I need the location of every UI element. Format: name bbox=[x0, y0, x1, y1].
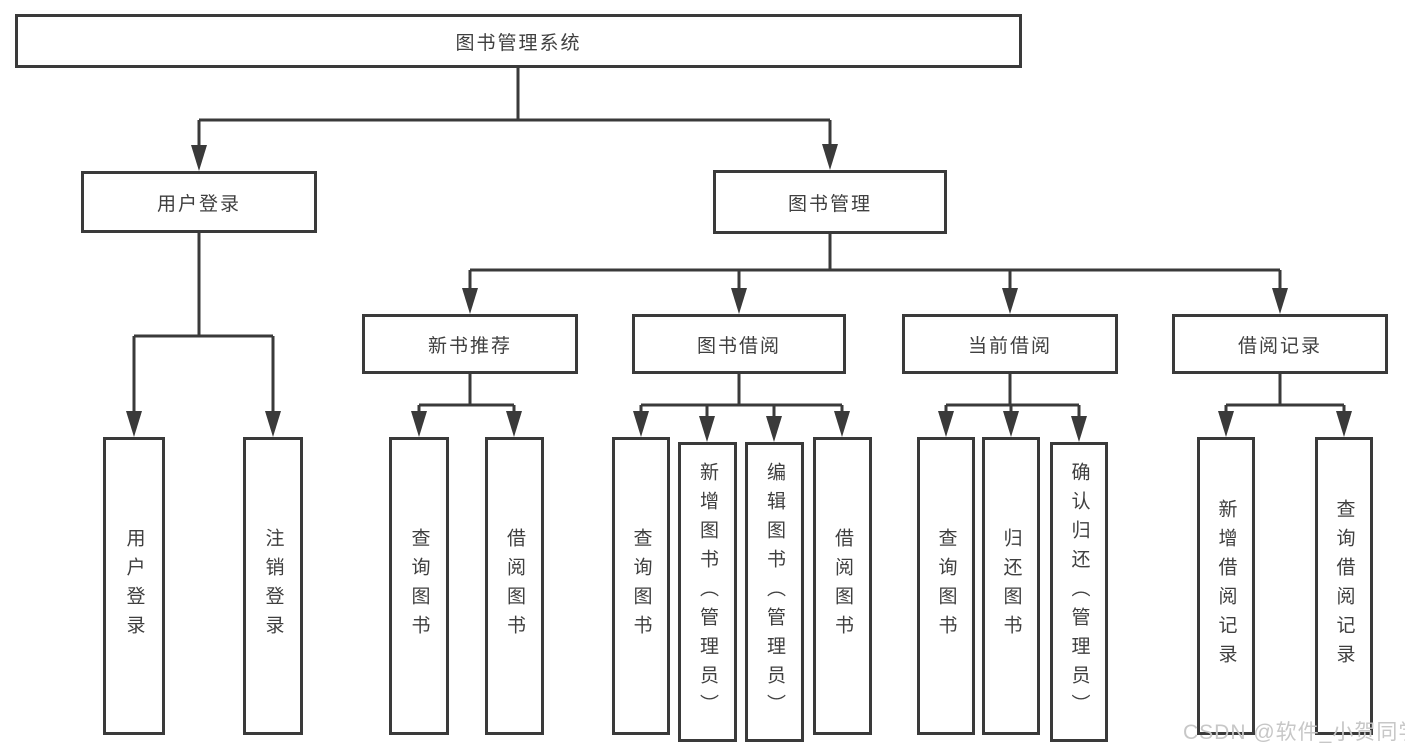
edge-bookborrow-to-leaves bbox=[639, 374, 844, 418]
leaf-borrow-query-books: 查询图书 bbox=[612, 437, 670, 735]
arrowheads bbox=[126, 144, 1352, 442]
leaf-user-login: 用户登录 bbox=[103, 437, 165, 735]
leaf-current-query-books: 查询图书 bbox=[917, 437, 975, 735]
edge-root-to-level2 bbox=[197, 68, 832, 147]
leaf-borrow-borrow-books: 借阅图书 bbox=[813, 437, 872, 735]
node-current-borrowing: 当前借阅 bbox=[902, 314, 1118, 374]
edge-currentborrow-to-leaves bbox=[944, 374, 1081, 418]
watermark: CSDN @软件_小贺同学 bbox=[1183, 721, 1405, 744]
node-book-management: 图书管理 bbox=[713, 170, 947, 234]
node-user-login: 用户登录 bbox=[81, 171, 317, 233]
edge-newbookrec-to-leaves bbox=[417, 374, 516, 413]
node-borrowing-records: 借阅记录 bbox=[1172, 314, 1388, 374]
leaf-record-query-record: 查询借阅记录 bbox=[1315, 437, 1373, 735]
leaf-current-return-books: 归还图书 bbox=[982, 437, 1040, 735]
leaf-rec-query-books: 查询图书 bbox=[389, 437, 449, 735]
edge-userlogin-to-leaves bbox=[132, 233, 275, 413]
leaf-record-add-record: 新增借阅记录 bbox=[1197, 437, 1255, 735]
edge-bookmgmt-to-level3 bbox=[468, 234, 1282, 290]
leaf-rec-borrow-books: 借阅图书 bbox=[485, 437, 544, 735]
leaf-borrow-edit-books-admin: 编辑图书（管理员） bbox=[745, 442, 804, 742]
node-new-book-recommendation: 新书推荐 bbox=[362, 314, 578, 374]
leaf-logout: 注销登录 bbox=[243, 437, 303, 735]
leaf-current-confirm-return-admin: 确认归还（管理员） bbox=[1050, 442, 1108, 742]
leaf-borrow-add-books-admin: 新增图书（管理员） bbox=[678, 442, 737, 742]
edge-borrowrecord-to-leaves bbox=[1224, 374, 1346, 413]
node-book-borrowing: 图书借阅 bbox=[632, 314, 846, 374]
node-library-management-system: 图书管理系统 bbox=[15, 14, 1022, 68]
